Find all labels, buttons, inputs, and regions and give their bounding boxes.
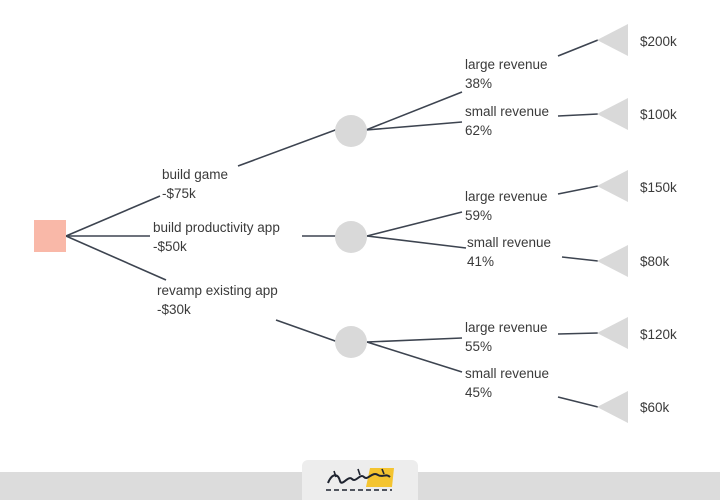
connector-line <box>366 211 463 237</box>
outcome-label: large revenue <box>465 57 548 72</box>
connector-line <box>557 332 599 335</box>
connector-line <box>557 396 599 408</box>
connector-line <box>366 337 463 343</box>
outcome-label: small revenue <box>465 366 549 381</box>
brand-logo <box>326 468 394 491</box>
option-label: build game <box>162 167 228 182</box>
connector-line <box>65 195 161 237</box>
connector-line <box>237 128 339 167</box>
connector-line <box>275 319 339 343</box>
decision-node[interactable] <box>34 220 66 252</box>
payoff-value: $120k <box>640 327 677 342</box>
outcome-probability: 55% <box>465 339 492 354</box>
outcome-probability: 59% <box>465 208 492 223</box>
connector-line <box>557 39 599 57</box>
chance-node-1[interactable] <box>335 115 367 147</box>
option-cost: -$50k <box>153 239 187 254</box>
end-node-2[interactable] <box>597 98 628 130</box>
connector-lines <box>65 39 599 408</box>
footer-tab <box>302 460 418 500</box>
outcome-probability: 38% <box>465 76 492 91</box>
end-node-4[interactable] <box>597 245 628 277</box>
payoff-value: $60k <box>640 400 670 415</box>
outcome-label: small revenue <box>465 104 549 119</box>
connector-line <box>366 341 463 373</box>
option-label: build productivity app <box>153 220 280 235</box>
end-node-1[interactable] <box>597 24 628 56</box>
end-node-6[interactable] <box>597 391 628 423</box>
connector-line <box>365 91 463 131</box>
chance-node-2[interactable] <box>335 221 367 253</box>
logo-strokes <box>333 468 385 478</box>
outcome-label: large revenue <box>465 189 548 204</box>
logo-accent-shape <box>366 468 394 487</box>
logo-script-mark <box>327 473 391 484</box>
connector-line <box>366 235 467 249</box>
payoff-value: $80k <box>640 254 670 269</box>
connector-line <box>557 113 599 117</box>
option-label: revamp existing app <box>157 283 278 298</box>
outcome-probability: 62% <box>465 123 492 138</box>
connector-line <box>365 121 463 131</box>
connector-line <box>65 235 167 281</box>
outcome-probability: 45% <box>465 385 492 400</box>
outcome-label: large revenue <box>465 320 548 335</box>
end-node-5[interactable] <box>597 317 628 349</box>
chance-node-3[interactable] <box>335 326 367 358</box>
payoff-value: $200k <box>640 34 677 49</box>
end-node-3[interactable] <box>597 170 628 202</box>
option-cost: -$75k <box>162 186 196 201</box>
option-cost: -$30k <box>157 302 191 317</box>
connector-line <box>557 185 599 195</box>
connector-line <box>561 256 599 262</box>
payoff-value: $100k <box>640 107 677 122</box>
outcome-probability: 41% <box>467 254 494 269</box>
outcome-label: small revenue <box>467 235 551 250</box>
payoff-value: $150k <box>640 180 677 195</box>
